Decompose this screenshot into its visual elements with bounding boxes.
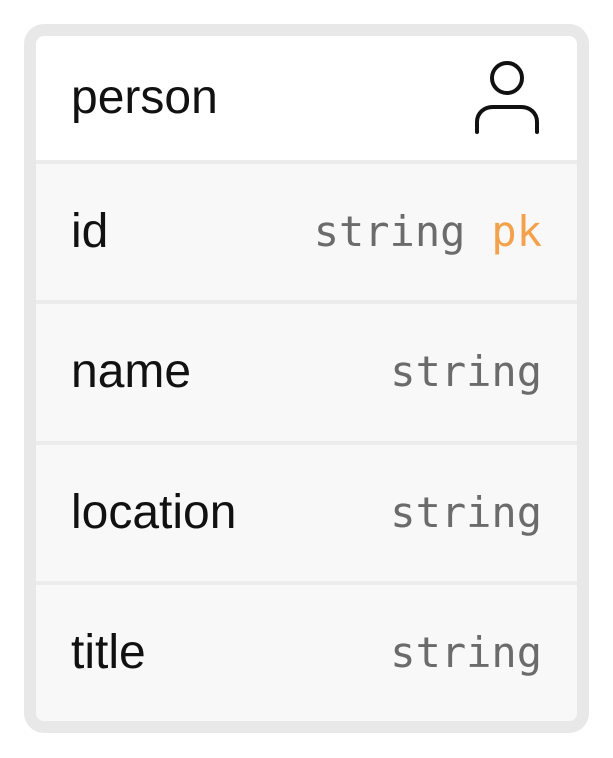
field-type-label: string (390, 487, 542, 537)
field-row-location: location string (36, 444, 577, 585)
primary-key-badge: pk (491, 207, 542, 257)
person-icon (472, 60, 542, 136)
field-type: string (390, 631, 542, 674)
field-name: title (71, 625, 146, 679)
entity-header: person (36, 36, 577, 164)
field-name: name (71, 345, 192, 399)
field-name: location (71, 485, 237, 539)
field-type-label: string (390, 347, 542, 397)
field-type-label: string (313, 207, 466, 257)
field-type-label: string (390, 627, 542, 677)
field-type: string (390, 351, 542, 393)
field-row-title: title string (36, 584, 577, 721)
entity-title: person (71, 71, 218, 124)
field-row-name: name string (36, 304, 577, 445)
field-type: string (390, 491, 542, 534)
field-name: id (71, 205, 109, 259)
